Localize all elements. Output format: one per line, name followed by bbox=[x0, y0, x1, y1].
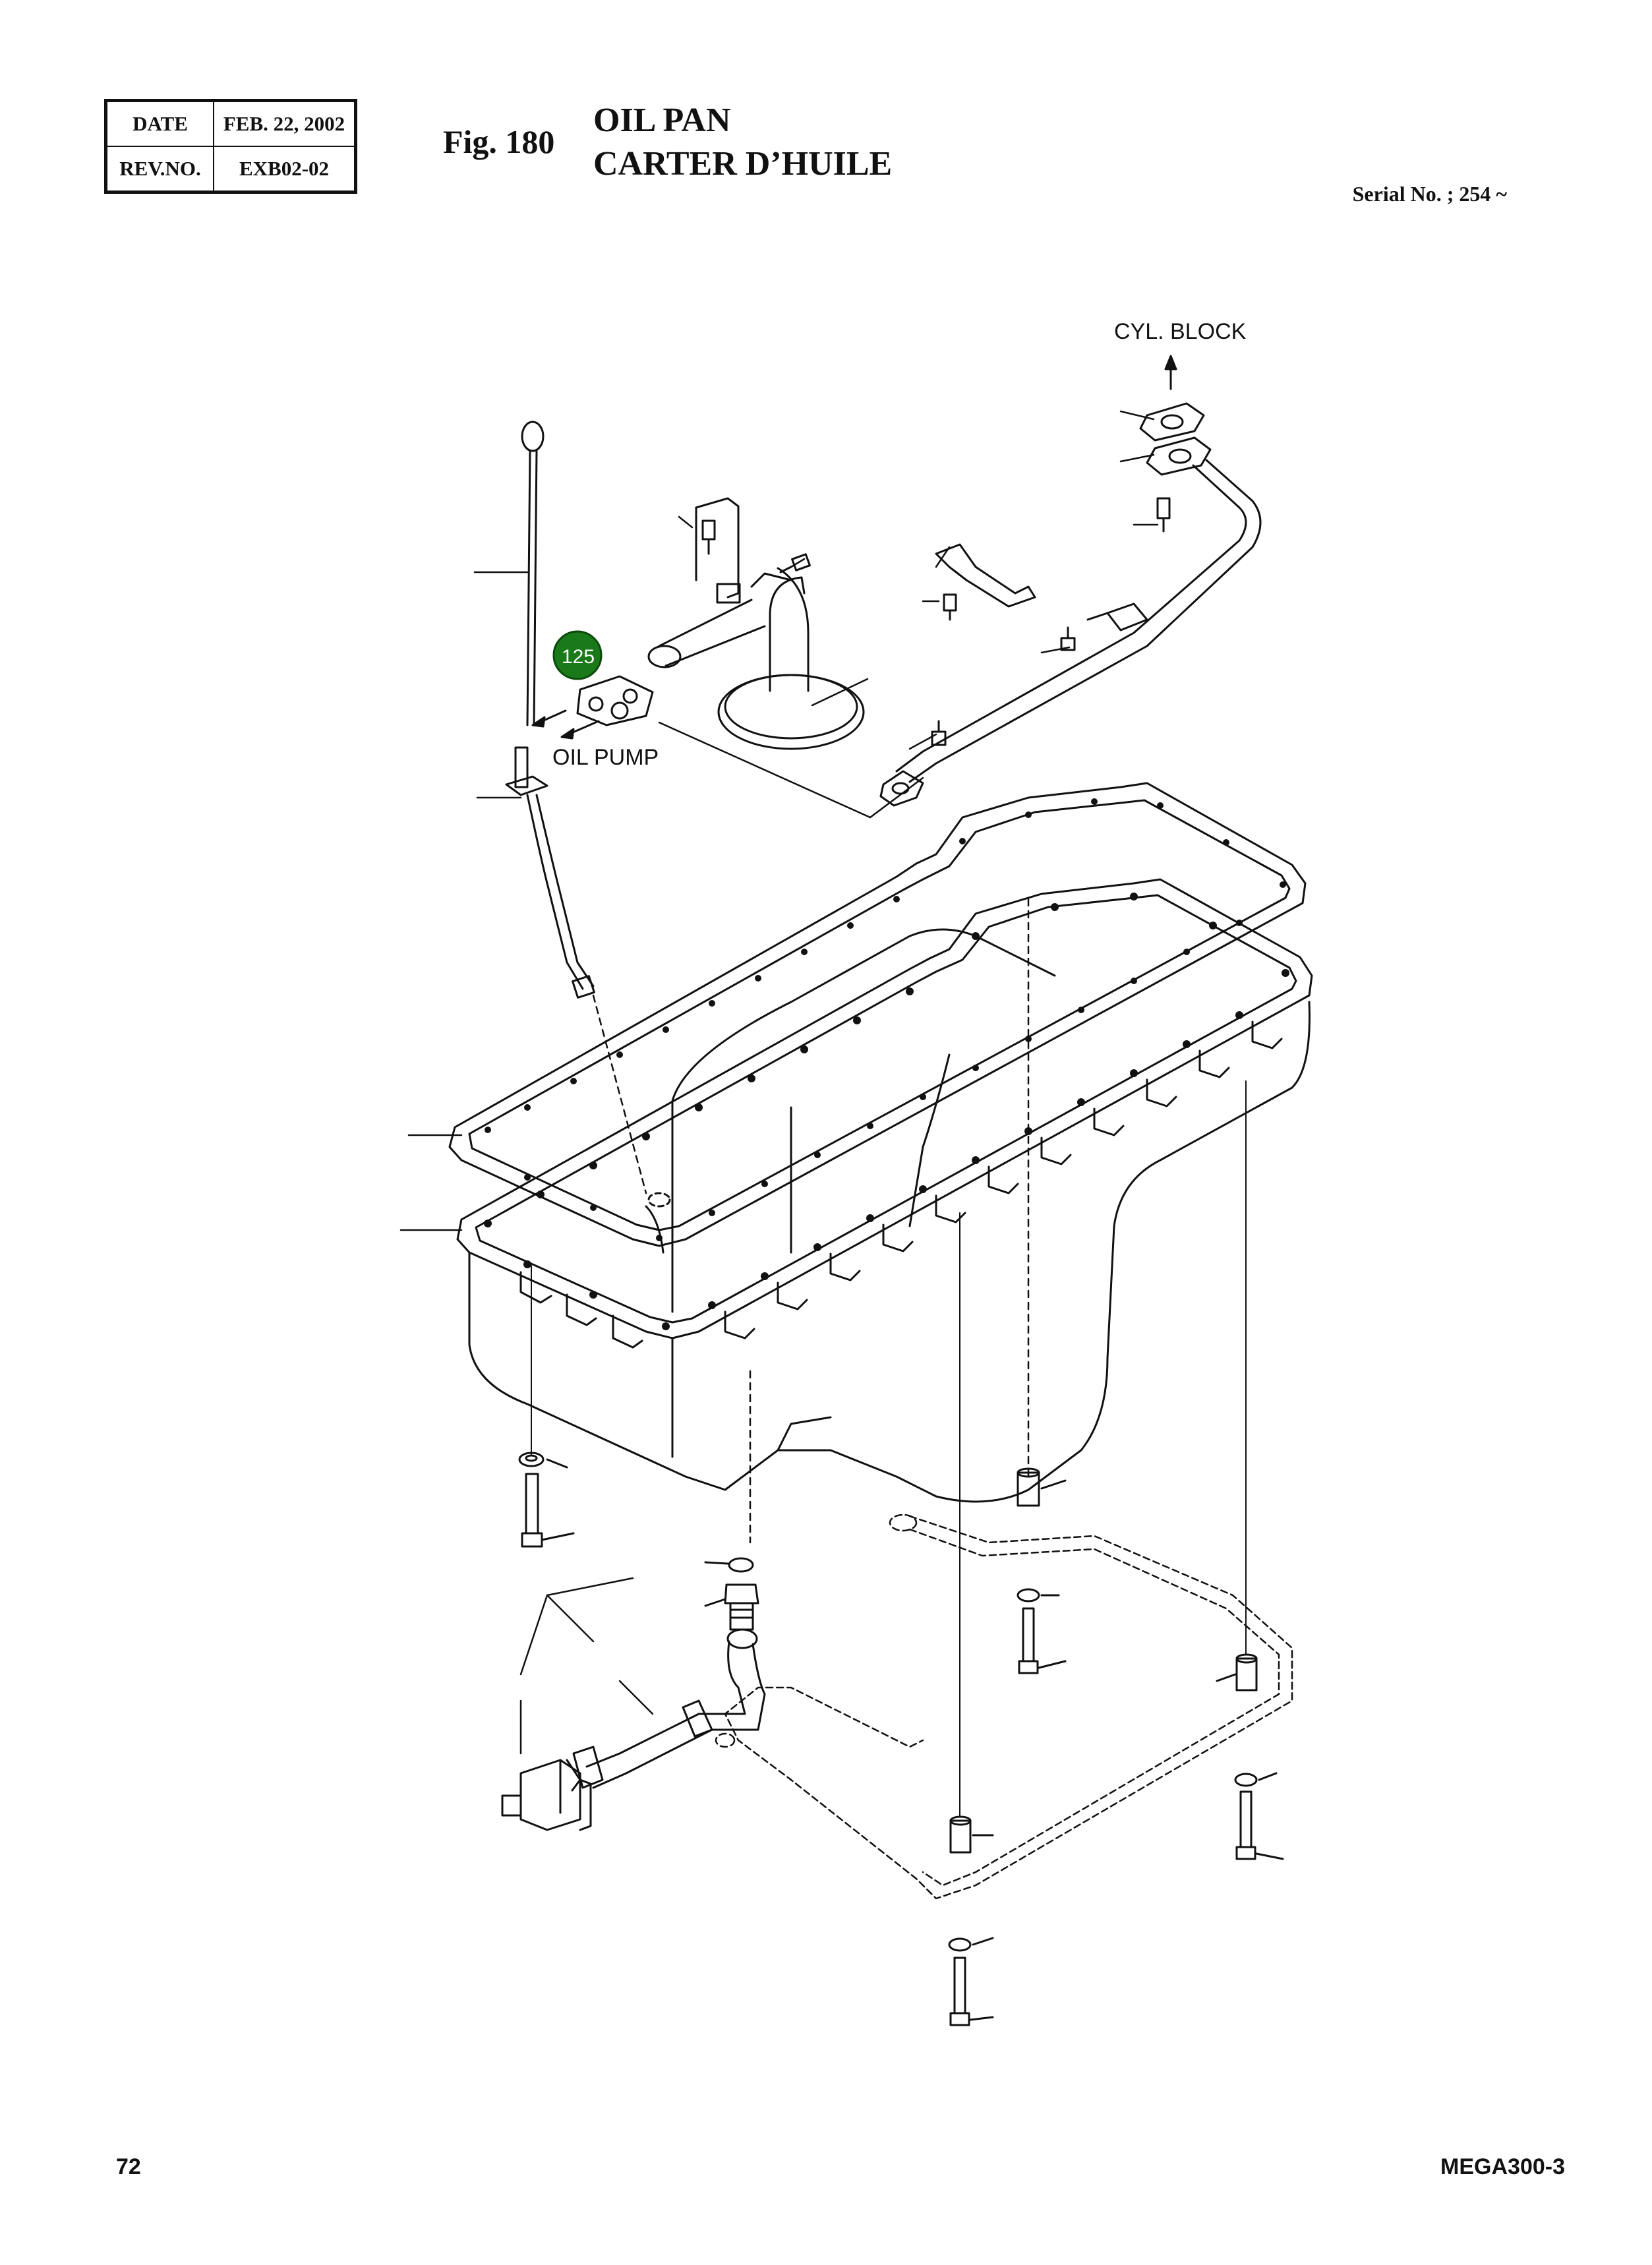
dipstick bbox=[521, 421, 545, 726]
callout-badge-text: 125 bbox=[562, 646, 595, 668]
washer-center bbox=[1017, 1588, 1060, 1603]
pipe-bolt bbox=[779, 553, 811, 574]
suction-pipe bbox=[647, 497, 792, 668]
oil-strainer bbox=[717, 567, 865, 750]
alignment-lines bbox=[592, 898, 1030, 1544]
washer-lower bbox=[948, 1937, 994, 1952]
oil-pump-label: OIL PUMP bbox=[552, 745, 659, 770]
bolt-right bbox=[1235, 1080, 1284, 1860]
washer-left bbox=[518, 1452, 568, 1469]
oil-pan-gasket bbox=[448, 782, 1307, 1247]
upper-bolt bbox=[1156, 497, 1171, 533]
bolt-left bbox=[521, 1265, 575, 1548]
leader-lines bbox=[399, 410, 1159, 1231]
support-bracket bbox=[935, 543, 1036, 621]
model-name: MEGA300-3 bbox=[1440, 2154, 1565, 2179]
rev-label: REV.NO. bbox=[105, 146, 214, 193]
clamp-bolt bbox=[1060, 626, 1076, 651]
figure-number: Fig. 180 bbox=[443, 123, 555, 160]
bottom-cover-plate bbox=[715, 1514, 1293, 1900]
page-number: 72 bbox=[116, 2154, 141, 2179]
cyl-block-gasket bbox=[1139, 402, 1205, 442]
oil-return-pipe bbox=[879, 459, 1262, 807]
oil-pump-arrows bbox=[531, 709, 600, 740]
date-label: DATE bbox=[105, 100, 214, 147]
figure-title: OIL PAN CARTER D’HUILE bbox=[593, 99, 892, 186]
dipstick-guide-tube bbox=[505, 746, 595, 999]
washer-right bbox=[1234, 1772, 1278, 1787]
title-french: CARTER D’HUILE bbox=[593, 145, 893, 183]
suction-flange-gasket bbox=[576, 675, 654, 726]
serial-number: Serial No. ; 254 ~ bbox=[1352, 182, 1507, 206]
pipe-clamp bbox=[1086, 603, 1148, 632]
dipstick-pan-port bbox=[645, 1192, 671, 1254]
oil-pan bbox=[456, 878, 1313, 1503]
cyl-block-arrow bbox=[1164, 355, 1177, 390]
drain-valve bbox=[501, 1759, 592, 1831]
title-english: OIL PAN bbox=[593, 102, 731, 139]
spacer-center bbox=[1017, 1467, 1067, 1507]
bolt-lower bbox=[949, 1212, 994, 2026]
drain-plug bbox=[704, 1583, 759, 1631]
drain-o-ring bbox=[704, 1557, 754, 1573]
lower-pipe-bolt bbox=[931, 720, 947, 746]
rev-value: EXB02-02 bbox=[213, 146, 357, 193]
callout-badge[interactable]: 125 bbox=[552, 630, 603, 680]
bracket-bolt bbox=[701, 519, 716, 555]
revision-table: DATE FEB. 22, 2002 REV.NO. EXB02-02 bbox=[104, 99, 357, 194]
cyl-block-label: CYL. BLOCK bbox=[1114, 319, 1247, 344]
pipe-flange bbox=[1146, 436, 1212, 476]
spacer-right bbox=[1216, 1653, 1258, 1691]
spacer-lower bbox=[949, 1815, 994, 1854]
hose-leaders bbox=[519, 1577, 654, 1755]
date-value: FEB. 22, 2002 bbox=[213, 100, 357, 147]
bolt-center bbox=[1018, 1607, 1067, 1674]
drain-hose bbox=[566, 1628, 766, 1792]
